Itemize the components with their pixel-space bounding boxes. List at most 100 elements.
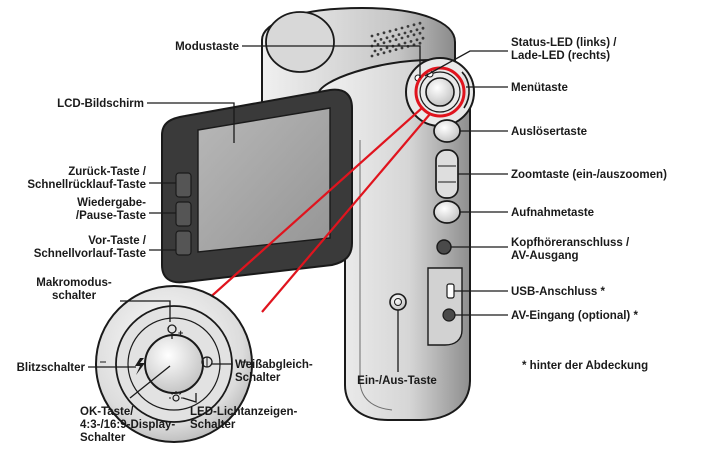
- grille-hole: [388, 39, 392, 43]
- zoom-rocker-shape[interactable]: [435, 149, 459, 199]
- forward-button-shape[interactable]: [175, 230, 192, 256]
- label-macro-switch: Makromodus-schalter: [36, 277, 112, 302]
- grille-hole: [400, 46, 404, 50]
- label-power-button: Ein-/Aus-Taste: [357, 375, 437, 387]
- grille-hole: [385, 36, 389, 40]
- grille-hole: [409, 40, 413, 43]
- label-line: /Pause-Taste: [76, 210, 146, 222]
- mode-dial-ring: [419, 71, 461, 113]
- label-line: Schalter: [80, 432, 126, 444]
- label-status-led: Status-LED (links) /Lade-LED (rechts): [511, 37, 617, 62]
- grille-hole: [394, 38, 398, 41]
- grille-hole: [406, 35, 410, 38]
- label-led-light-switch: LED-Lichtanzeigen-Schalter: [190, 406, 298, 431]
- label-line: * hinter der Abdeckung: [522, 360, 648, 372]
- play-pause-button-shape[interactable]: [175, 201, 192, 227]
- label-line: Modustaste: [175, 41, 239, 53]
- label-line: Wiedergabe-: [77, 197, 146, 209]
- grille-hole: [406, 25, 410, 28]
- label-line: Status-LED (links) /: [511, 37, 617, 49]
- grille-hole: [370, 34, 374, 38]
- grille-hole: [385, 46, 389, 50]
- flash-icon: [135, 358, 145, 375]
- grille-hole: [388, 29, 392, 33]
- grille-hole: [373, 49, 377, 53]
- label-line: Blitzschalter: [17, 362, 86, 374]
- grille-hole: [415, 38, 419, 42]
- label-line: Kopfhöreranschluss /: [511, 237, 630, 249]
- label-line: Weißabgleich-: [235, 359, 313, 371]
- label-white-balance-switch: Weißabgleich-Schalter: [235, 359, 313, 384]
- grille-hole: [391, 34, 395, 38]
- grille-hole: [382, 51, 386, 55]
- grille-hole: [403, 31, 407, 35]
- grille-hole: [373, 39, 377, 43]
- grille-hole: [394, 48, 398, 51]
- label-line: Aufnahmetaste: [511, 207, 594, 219]
- grille-hole: [418, 41, 422, 45]
- label-forward-button: Vor-Taste /Schnellvorlauf-Taste: [34, 235, 147, 260]
- label-line: OK-Taste/: [80, 406, 134, 418]
- label-play-pause-button: Wiedergabe-/Pause-Taste: [76, 197, 146, 222]
- label-line: AV-Eingang (optional) *: [511, 310, 638, 322]
- grille-hole: [397, 33, 401, 36]
- label-line: LED-Lichtanzeigen-: [190, 406, 298, 418]
- speaker-grille: [370, 21, 425, 58]
- lens-front: [265, 11, 335, 73]
- label-mode-button: Modustaste: [175, 41, 239, 53]
- grille-hole: [394, 28, 398, 31]
- led-light-icon: [169, 391, 183, 402]
- macro-flower-icon: +: [167, 324, 183, 339]
- label-line: Vor-Taste /: [88, 235, 147, 247]
- label-back-button: Zurück-Taste /Schnellrücklauf-Taste: [27, 166, 146, 191]
- grille-hole: [382, 31, 386, 35]
- zoomed-control-dial: +: [95, 285, 253, 443]
- grille-hole: [421, 26, 425, 30]
- grille-hole: [412, 23, 416, 27]
- label-line: 4:3-/16:9-Display-: [80, 419, 175, 431]
- shutter-button-shape[interactable]: [433, 119, 461, 143]
- label-usb-port: USB-Anschluss *: [511, 286, 605, 298]
- usb-port-shape: [446, 283, 455, 299]
- grille-hole: [397, 43, 401, 46]
- label-cover-note: * hinter der Abdeckung: [522, 360, 648, 372]
- label-lcd-screen: LCD-Bildschirm: [57, 98, 144, 110]
- label-line: Schnellvorlauf-Taste: [34, 248, 146, 260]
- label-line: Makromodus-: [36, 277, 112, 289]
- av-input-shape: [442, 308, 456, 322]
- label-line: Schalter: [190, 419, 236, 431]
- label-line: Zoomtaste (ein-/auszoomen): [511, 169, 667, 181]
- label-shutter-button: Auslösertaste: [511, 126, 587, 138]
- label-line: Zurück-Taste /: [68, 166, 147, 178]
- grille-hole: [400, 36, 404, 40]
- back-button-shape[interactable]: [175, 172, 192, 198]
- label-line: Menütaste: [511, 82, 568, 94]
- grille-hole: [376, 53, 380, 56]
- lcd-screen: [197, 107, 331, 253]
- record-button-shape[interactable]: [433, 200, 461, 224]
- label-menu-button: Menütaste: [511, 82, 568, 94]
- label-flash-switch: Blitzschalter: [17, 362, 86, 374]
- mode-dial-center[interactable]: [425, 77, 455, 107]
- label-line: Schnellrücklauf-Taste: [27, 179, 146, 191]
- label-line: Schalter: [235, 372, 281, 384]
- grille-hole: [403, 41, 407, 45]
- grille-hole: [412, 33, 416, 37]
- label-line: USB-Anschluss *: [511, 286, 605, 298]
- grille-hole: [409, 30, 413, 33]
- label-line: AV-Ausgang: [511, 250, 579, 262]
- ok-button-shape[interactable]: [144, 334, 204, 394]
- headphone-jack-shape: [436, 239, 452, 255]
- label-line: Auslösertaste: [511, 126, 587, 138]
- power-button-shape[interactable]: [389, 293, 407, 311]
- white-balance-icon: [201, 356, 213, 368]
- leader-lines: [88, 45, 508, 403]
- label-record-button: Aufnahmetaste: [511, 207, 594, 219]
- grille-hole: [388, 49, 392, 53]
- port-cover[interactable]: [427, 267, 463, 346]
- grille-hole: [376, 43, 380, 46]
- svg-text:+: +: [178, 328, 183, 338]
- grille-hole: [400, 26, 404, 30]
